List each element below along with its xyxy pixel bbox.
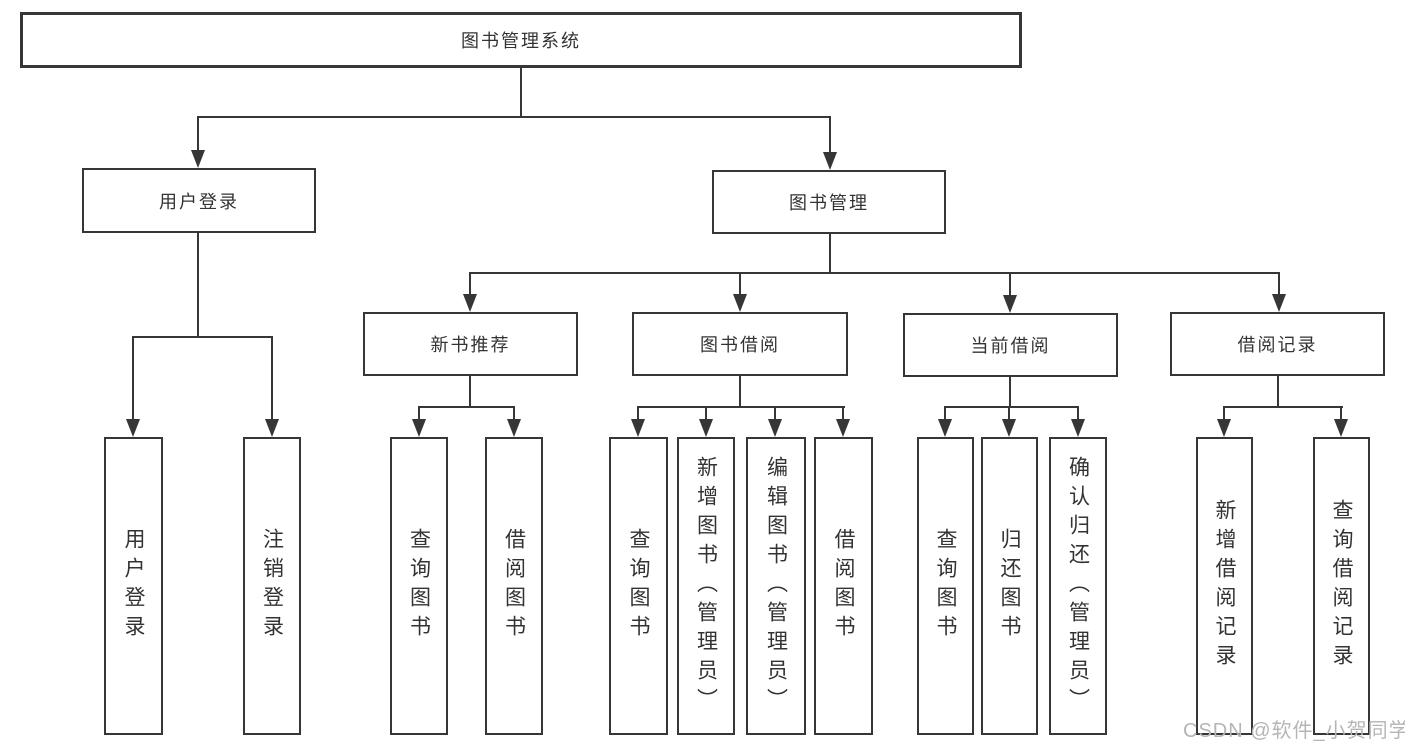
connector-line — [418, 406, 515, 408]
arrowhead-icon — [631, 419, 645, 437]
arrowhead-icon — [1272, 294, 1286, 312]
arrowhead-icon — [126, 419, 140, 437]
connector-line — [132, 336, 273, 338]
connector-line — [418, 406, 420, 419]
arrowhead-icon — [938, 419, 952, 437]
watermark: CSDN @软件_小贺同学 — [1183, 720, 1405, 742]
leaf-query-books-borrowing: 查询图书 — [609, 437, 668, 735]
connector-line — [829, 234, 831, 272]
leaf-logout: 注销登录 — [243, 437, 301, 735]
connector-line — [739, 376, 741, 406]
connector-line — [1223, 406, 1225, 419]
connector-line — [829, 116, 831, 152]
leaf-return-book: 归还图书 — [981, 437, 1038, 735]
connector-line — [1009, 377, 1011, 406]
connector-line — [842, 406, 844, 419]
leaf-query-books-recommend: 查询图书 — [390, 437, 448, 735]
leaf-borrow-books-recommend: 借阅图书 — [485, 437, 543, 735]
leaf-add-book-admin: 新增图书（管理员） — [677, 437, 735, 735]
connector-line — [944, 406, 946, 419]
connector-line — [271, 336, 273, 419]
connector-line — [1008, 406, 1010, 419]
connector-line — [1223, 406, 1343, 408]
arrowhead-icon — [463, 294, 477, 312]
arrowhead-icon — [1002, 419, 1016, 437]
arrowhead-icon — [507, 419, 521, 437]
connector-line — [197, 116, 831, 118]
arrowhead-icon — [1217, 419, 1231, 437]
connector-line — [197, 233, 199, 336]
connector-line — [705, 406, 707, 419]
node-user-login: 用户登录 — [82, 168, 316, 233]
connector-line — [469, 272, 1280, 274]
arrowhead-icon — [1334, 419, 1348, 437]
leaf-user-login: 用户登录 — [104, 437, 163, 735]
node-new-book-recommend: 新书推荐 — [363, 312, 578, 376]
leaf-confirm-return-admin: 确认归还（管理员） — [1049, 437, 1107, 735]
node-current-borrowing: 当前借阅 — [903, 313, 1118, 377]
arrowhead-icon — [265, 419, 279, 437]
arrowhead-icon — [823, 152, 837, 170]
connector-line — [1077, 406, 1079, 419]
arrowhead-icon — [733, 294, 747, 312]
connector-line — [197, 116, 199, 150]
node-library-management-system: 图书管理系统 — [20, 12, 1022, 68]
node-book-borrowing: 图书借阅 — [632, 312, 848, 376]
leaf-borrow-books-borrowing: 借阅图书 — [814, 437, 873, 735]
connector-line — [469, 376, 471, 406]
leaf-add-borrow-record: 新增借阅记录 — [1196, 437, 1253, 735]
connector-line — [132, 336, 134, 419]
connector-line — [469, 272, 471, 294]
connector-line — [637, 406, 639, 419]
leaf-query-books-current: 查询图书 — [917, 437, 974, 735]
arrowhead-icon — [412, 419, 426, 437]
connector-line — [1340, 406, 1342, 419]
arrowhead-icon — [191, 150, 205, 168]
arrowhead-icon — [699, 419, 713, 437]
leaf-query-borrow-record: 查询借阅记录 — [1313, 437, 1370, 735]
node-book-management: 图书管理 — [712, 170, 946, 234]
arrowhead-icon — [1071, 419, 1085, 437]
leaf-edit-book-admin: 编辑图书（管理员） — [746, 437, 806, 735]
arrowhead-icon — [768, 419, 782, 437]
arrowhead-icon — [836, 419, 850, 437]
connector-line — [1278, 272, 1280, 294]
connector-line — [739, 272, 741, 294]
connector-line — [1009, 272, 1011, 295]
arrowhead-icon — [1003, 295, 1017, 313]
connector-line — [944, 406, 1079, 408]
node-borrowing-records: 借阅记录 — [1170, 312, 1385, 376]
connector-line — [637, 406, 845, 408]
connector-line — [520, 68, 522, 116]
connector-line — [1277, 376, 1279, 406]
connector-line — [513, 406, 515, 419]
connector-line — [774, 406, 776, 419]
